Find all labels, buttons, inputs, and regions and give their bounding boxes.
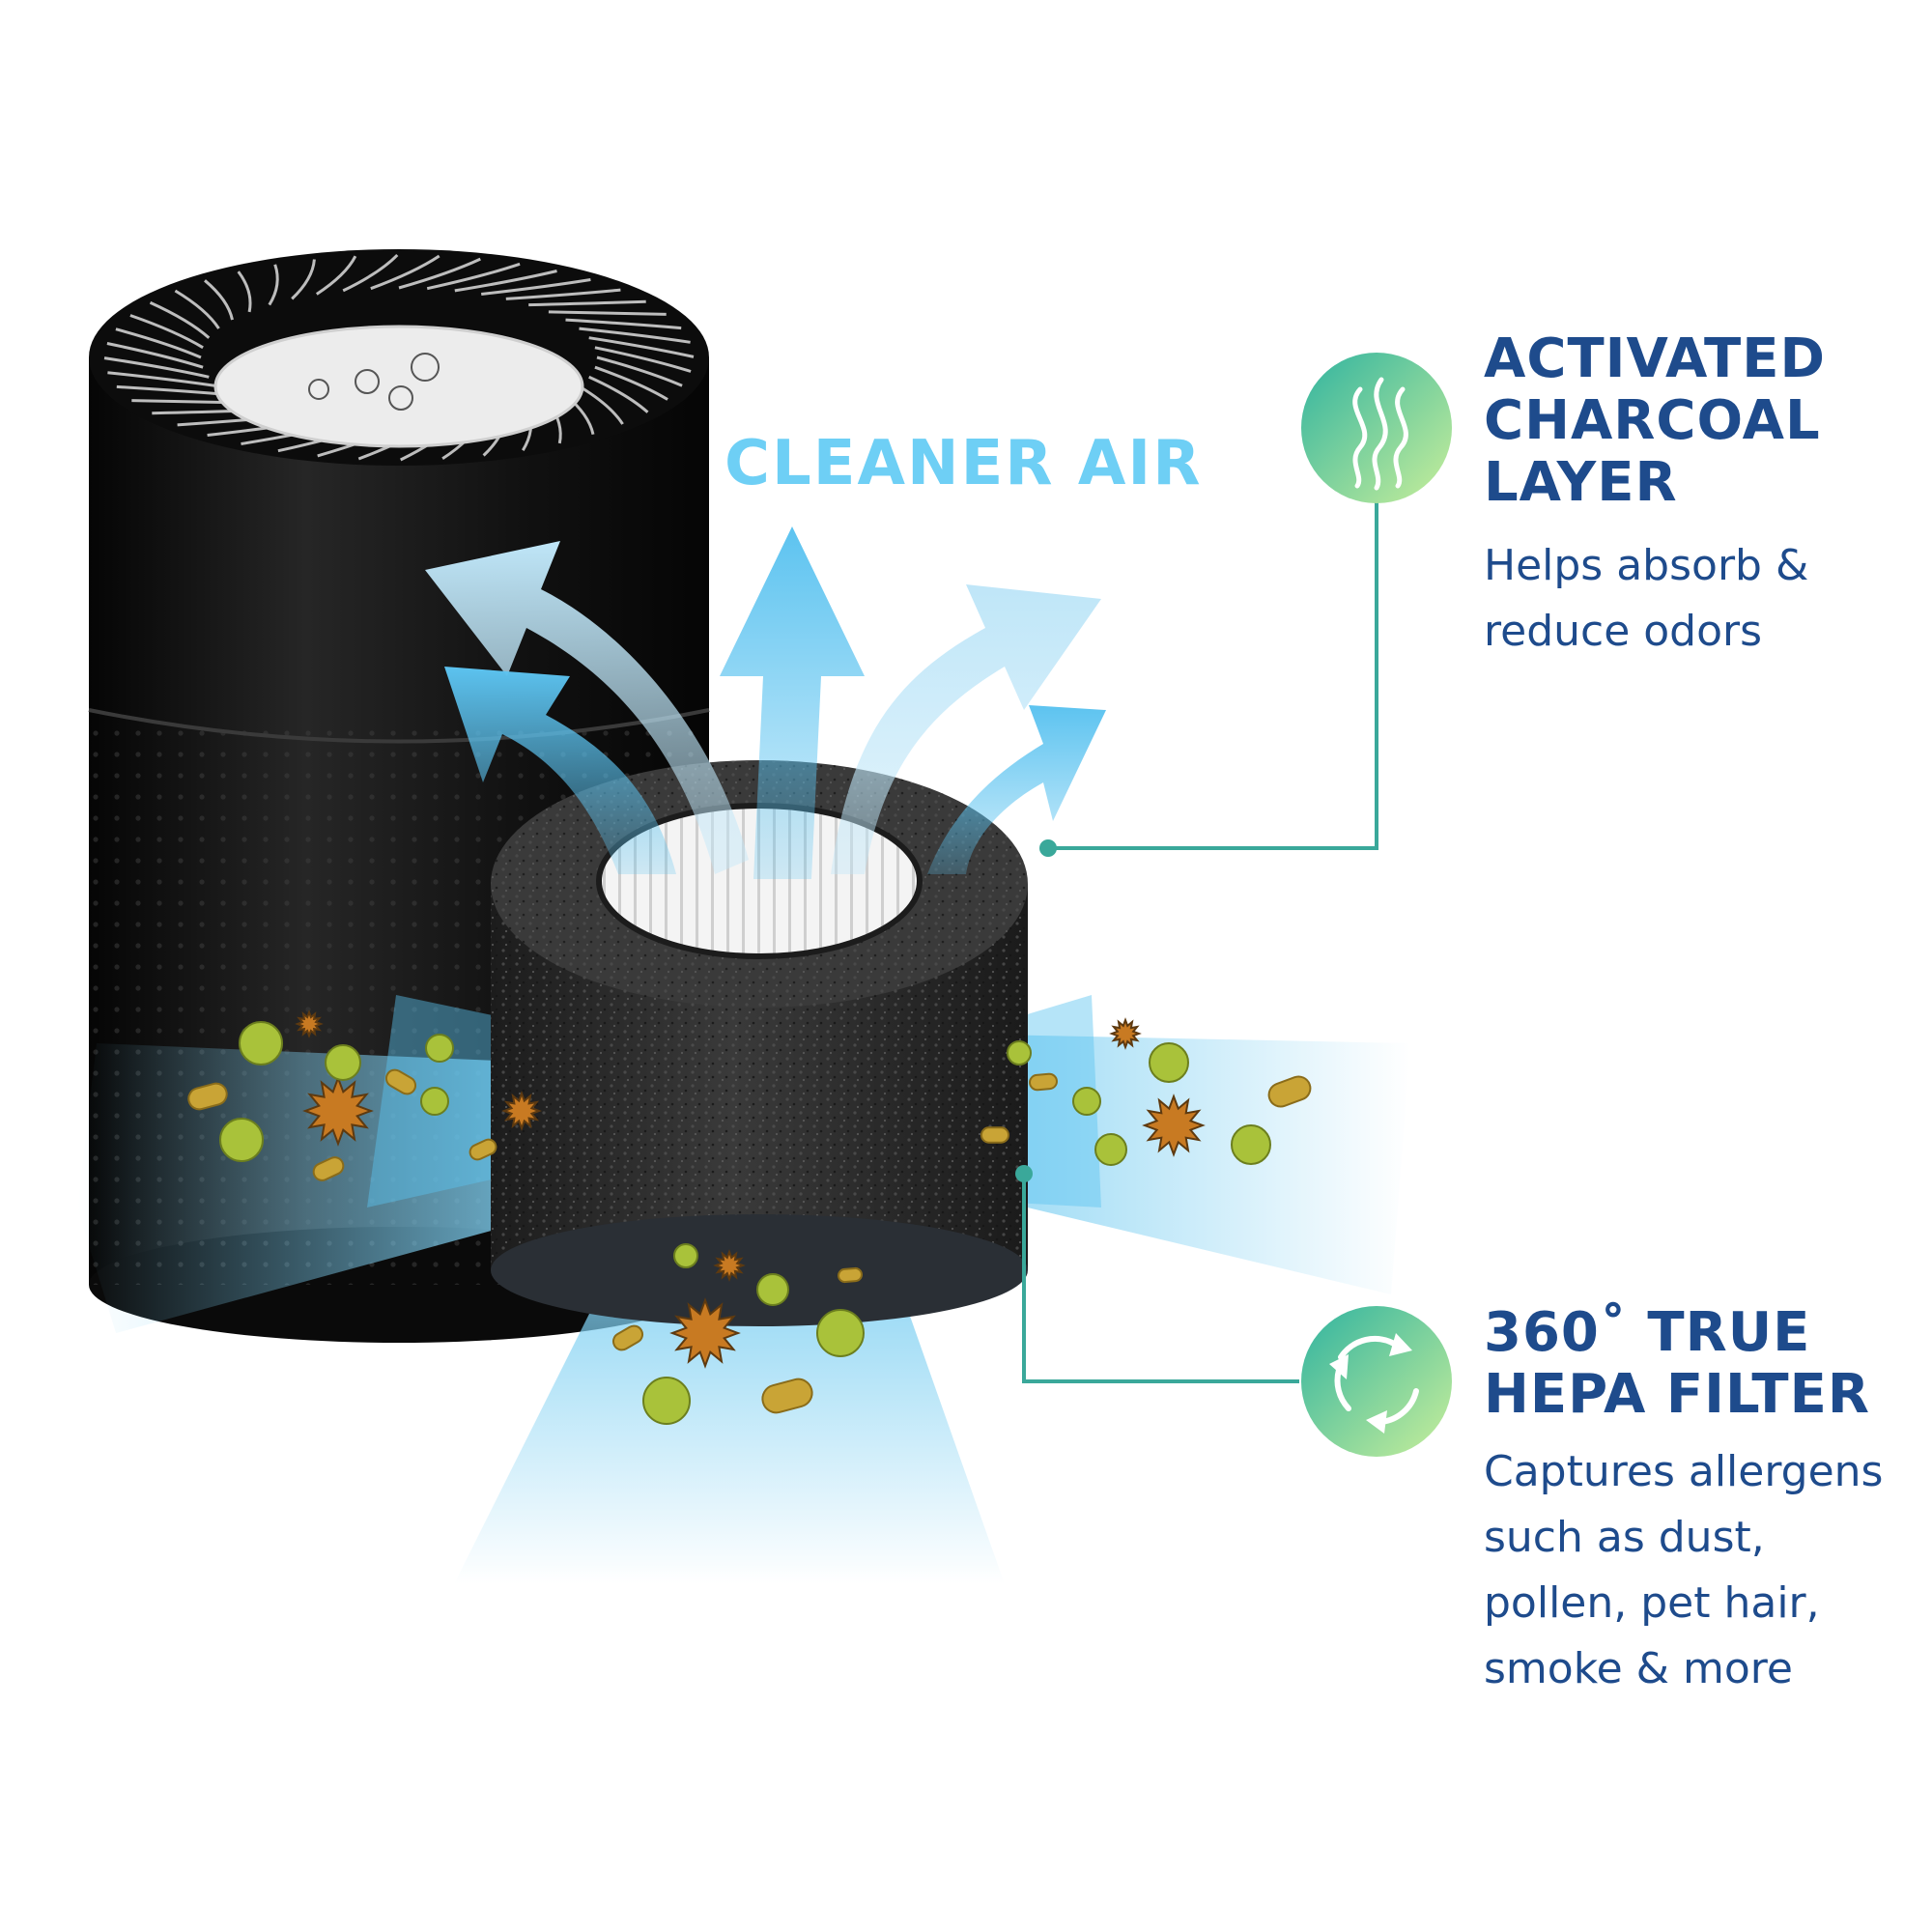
allergen-burr-particle	[1142, 1094, 1206, 1157]
allergen-burr-particle	[501, 1091, 542, 1131]
pollen-particle	[756, 1273, 789, 1306]
title-line: HEPA FILTER	[1484, 1363, 1870, 1426]
title-line: LAYER	[1484, 451, 1678, 514]
description-line: reduce odors	[1484, 607, 1763, 656]
vent-slat	[548, 310, 667, 316]
vent-slat	[370, 254, 440, 291]
vent-slat	[106, 342, 204, 369]
dust-particle	[838, 1266, 863, 1284]
title-line: 360˚ TRUE	[1484, 1301, 1811, 1364]
vent-slat	[426, 262, 521, 291]
vent-slat	[291, 259, 316, 300]
clean-air-arrow	[831, 584, 1101, 874]
dust-particle	[187, 1082, 228, 1111]
dust-particle	[1267, 1075, 1312, 1108]
charcoal-layer-title: ACTIVATED CHARCOAL LAYER	[1484, 328, 1826, 514]
power-button-icon	[411, 353, 440, 382]
pollen-particle	[219, 1118, 264, 1162]
pollen-particle	[816, 1309, 865, 1357]
title-line: CHARCOAL	[1484, 389, 1821, 452]
pollen-particle	[1072, 1087, 1101, 1116]
bottom-intake-beam	[454, 1256, 1005, 1584]
control-icon	[355, 369, 380, 394]
dust-particle	[761, 1378, 813, 1414]
vent-slat	[237, 270, 252, 313]
hepa-connector-line	[1022, 1174, 1299, 1383]
pollen-particle	[1149, 1042, 1189, 1083]
vent-slat	[454, 270, 557, 293]
allergen-particles	[187, 1009, 1312, 1425]
clean-air-arrow	[444, 667, 676, 874]
pollen-particle	[1007, 1040, 1032, 1065]
vent-slat	[579, 327, 691, 344]
dust-particle	[980, 1126, 1009, 1144]
clean-air-arrows	[425, 526, 1106, 879]
allergen-burr-particle	[713, 1249, 746, 1282]
dust-particle	[469, 1138, 497, 1161]
vent-slat	[565, 318, 682, 330]
pollen-particle	[420, 1087, 449, 1116]
charcoal-connector-dot	[1039, 839, 1057, 857]
pollen-particle	[239, 1021, 283, 1065]
vent-slat	[528, 299, 646, 307]
vent-slat	[268, 264, 279, 306]
vent-slat	[588, 336, 695, 358]
allergen-burr-particle	[1109, 1017, 1142, 1050]
pollen-particle	[325, 1044, 361, 1081]
vent-slat	[107, 371, 219, 388]
vent-slat	[578, 384, 624, 425]
allergen-burr-particle	[295, 1009, 324, 1038]
description-line: Captures allergens	[1484, 1447, 1884, 1496]
description-line: smoke & more	[1484, 1644, 1793, 1693]
clean-air-arrow	[425, 541, 749, 874]
vent-slat	[342, 253, 399, 293]
hepa-filter-title: 360˚ TRUE HEPA FILTER	[1484, 1302, 1870, 1426]
vent-slat	[174, 289, 220, 329]
left-intake-beam	[77, 1043, 541, 1333]
title-line: ACTIVATED	[1484, 327, 1826, 390]
vent-slat	[315, 255, 357, 296]
pollen-particle	[642, 1377, 691, 1425]
vent-slat	[129, 314, 204, 350]
pollen-particle	[1094, 1133, 1127, 1166]
vent-slat	[596, 355, 683, 387]
vent-slat	[481, 278, 591, 296]
dust-particle	[312, 1156, 345, 1181]
vent-slat	[103, 356, 210, 379]
vent-slat	[505, 288, 621, 300]
clean-air-arrow	[927, 705, 1106, 874]
cleaner-air-headline: CLEANER AIR	[724, 428, 1203, 499]
charcoal-layer-description: Helps absorb & reduce odors	[1484, 533, 1808, 665]
hepa-connector-dot	[1015, 1165, 1033, 1182]
description-line: such as dust,	[1484, 1513, 1765, 1562]
vent-slat	[588, 375, 649, 413]
allergen-burr-particle	[669, 1297, 741, 1369]
description-line: Helps absorb &	[1484, 541, 1809, 590]
callout-connectors	[1015, 502, 1378, 1383]
timer-button-icon	[388, 385, 413, 411]
dust-particle	[384, 1068, 417, 1095]
vent-slat	[594, 365, 668, 401]
allergen-burr-particle	[302, 1075, 374, 1147]
control-icon	[308, 379, 329, 400]
dust-particle	[611, 1324, 644, 1351]
description-line: pollen, pet hair,	[1484, 1578, 1820, 1628]
clean-air-arrow	[720, 526, 865, 879]
charcoal-connector-line	[1048, 502, 1378, 850]
vent-slat	[398, 257, 481, 290]
dust-particle	[1029, 1072, 1058, 1092]
pollen-particle	[425, 1034, 454, 1063]
filter-base-ring	[491, 1214, 1028, 1326]
vent-slat	[594, 346, 692, 373]
vent-slat	[204, 279, 234, 321]
odor-waves-icon	[1301, 353, 1452, 503]
vent-slat	[115, 327, 202, 359]
vent-slat	[149, 300, 211, 339]
recycle-arrows-icon	[1301, 1306, 1452, 1457]
pollen-particle	[1231, 1124, 1271, 1165]
pollen-particle	[673, 1243, 698, 1268]
hepa-filter-description: Captures allergens such as dust, pollen,…	[1484, 1439, 1883, 1702]
